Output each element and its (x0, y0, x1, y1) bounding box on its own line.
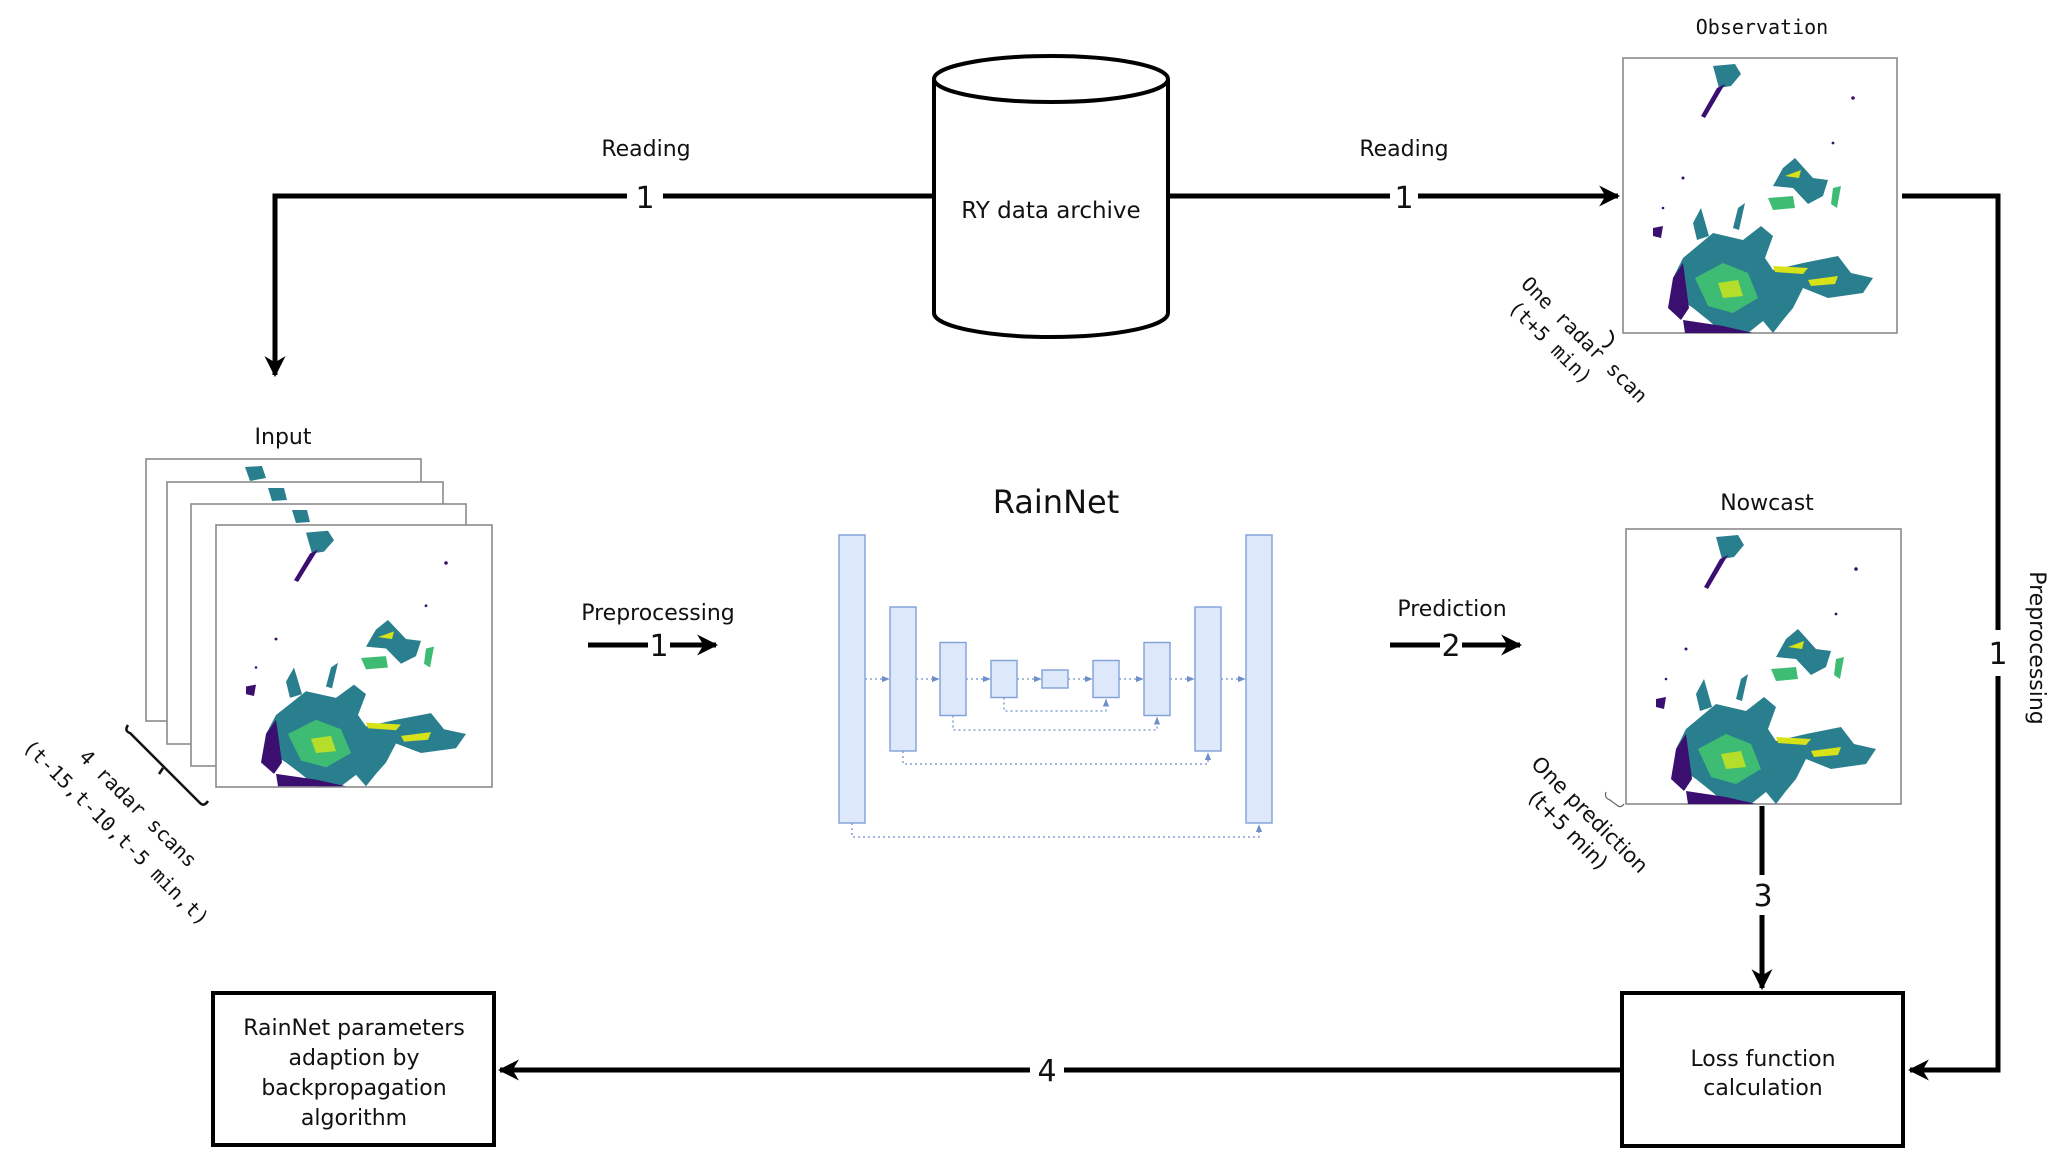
observation-title: Observation (1696, 15, 1828, 39)
input-frame-t (215, 524, 493, 788)
unet-layer-block (1194, 606, 1222, 752)
data-archive-label: RY data archive (961, 198, 1140, 224)
step-number-3: 3 (1753, 879, 1772, 914)
loss-label-line2: calculation (1703, 1076, 1822, 1101)
observation-panel: Observation One radar scan (t+5 min) (1504, 15, 1898, 408)
data-archive-node: RY data archive (932, 54, 1170, 339)
unet-layers (838, 534, 1273, 838)
unet-layer-block (990, 659, 1018, 699)
nowcast-brace (1604, 791, 1625, 808)
edge-reading-to-input: Reading 1 (264, 137, 934, 378)
observation-brace (1601, 329, 1614, 348)
backprop-label-line2: adaption by (288, 1046, 419, 1071)
unet-layer-block (1245, 534, 1273, 824)
step-number-1: 1 (635, 181, 654, 216)
nowcast-title: Nowcast (1720, 491, 1814, 516)
edge-reading-to-observation: Reading 1 (1168, 137, 1621, 216)
edge-preprocessing-observation-to-loss: 1 Preprocessing (1902, 193, 2049, 1081)
input-panel: Input 4 radar scans (t-15,t-10,t-5 min,t… (18, 425, 493, 931)
model-title: RainNet (993, 483, 1119, 521)
edge-label-prediction: Prediction (1397, 597, 1506, 622)
unet-layer-block (939, 641, 967, 717)
loss-label-line1: Loss function (1690, 1047, 1835, 1072)
input-annotation-line2: (t-15,t-10,t-5 min,t) (18, 735, 214, 931)
edge-label-preprocessing: Preprocessing (581, 601, 735, 626)
step-number-4: 4 (1037, 1054, 1056, 1089)
unet-layer-block (1143, 641, 1171, 717)
edge-loss-to-backprop: 4 (497, 1054, 1622, 1089)
backpropagation-node: RainNet parameters adaption by backpropa… (211, 991, 496, 1147)
loss-function-node: Loss function calculation (1620, 991, 1905, 1148)
unet-layer-block (1092, 659, 1120, 699)
unet-skip-connection (902, 751, 1212, 765)
input-brace (125, 724, 210, 806)
step-number-1: 1 (1394, 181, 1413, 216)
edge-prediction-model-to-nowcast: Prediction 2 (1390, 597, 1523, 664)
unet-skip-connection (851, 823, 1263, 838)
nowcast-panel: Nowcast One prediction (t+5 min) (1524, 491, 1902, 878)
unet-skip-connection (952, 715, 1161, 731)
edge-preprocessing-input-to-model: Preprocessing 1 (581, 601, 735, 664)
input-brace-tip (157, 767, 165, 775)
step-number-1: 1 (649, 629, 668, 664)
edge-label-reading-left: Reading (601, 137, 690, 162)
edge-label-preprocessing-vertical: Preprocessing (2024, 571, 2049, 725)
backprop-label-line1: RainNet parameters (243, 1016, 465, 1041)
step-number-1: 1 (1988, 637, 2007, 672)
unet-layer-block (889, 606, 917, 752)
unet-layer-block (838, 534, 866, 824)
rainnet-model: RainNet (838, 483, 1273, 838)
backprop-label-line3: backpropagation (261, 1076, 446, 1101)
edge-label-reading-right: Reading (1359, 137, 1448, 162)
unet-skip-connection (1003, 697, 1110, 712)
unet-layer-block (1041, 669, 1069, 689)
step-number-2: 2 (1441, 629, 1460, 664)
edge-nowcast-to-loss: 3 (1751, 806, 1773, 991)
backprop-label-line4: algorithm (301, 1106, 407, 1131)
input-title: Input (255, 425, 312, 450)
